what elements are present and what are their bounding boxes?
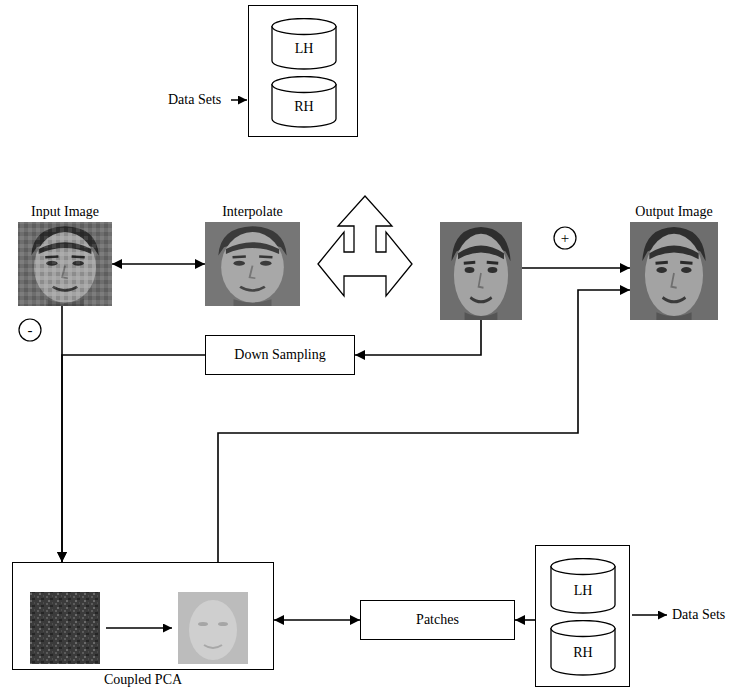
image-caption: Input Image bbox=[31, 204, 99, 220]
illustration-part bbox=[204, 645, 222, 648]
dataset-store: LH RH bbox=[248, 5, 358, 137]
image-panel: Input Image bbox=[18, 222, 112, 306]
image-caption: Interpolate bbox=[222, 204, 283, 220]
node-label: Patches bbox=[416, 612, 459, 628]
illustration-part bbox=[218, 622, 228, 626]
illustration-part bbox=[205, 222, 300, 306]
image-panel: Interpolate bbox=[205, 222, 300, 306]
leader-arrow bbox=[231, 99, 247, 101]
flow-arrow bbox=[112, 263, 205, 265]
database-cylinder: RH bbox=[550, 620, 616, 676]
operator-circle: + bbox=[553, 226, 577, 250]
input-face bbox=[18, 222, 112, 306]
process-box: Down Sampling bbox=[205, 335, 355, 375]
cylinder-top bbox=[551, 621, 615, 637]
image-caption: Output Image bbox=[635, 204, 712, 220]
illustration-part bbox=[198, 622, 208, 626]
illustration-part bbox=[189, 600, 237, 660]
node-label: LH bbox=[295, 31, 314, 57]
three-way-arrow bbox=[318, 196, 412, 296]
database-cylinder: LH bbox=[271, 18, 337, 70]
illustration-part bbox=[178, 592, 248, 664]
inner-arrow bbox=[106, 627, 172, 629]
image-caption: Coupled PCA bbox=[104, 672, 182, 688]
illustration-part bbox=[18, 222, 112, 306]
node-label: RH bbox=[573, 635, 592, 661]
flow-arrow bbox=[355, 320, 481, 355]
flow-arrow bbox=[522, 267, 630, 269]
dataset-label: Data Sets bbox=[168, 92, 221, 108]
circle-shape bbox=[19, 319, 41, 341]
residual-face-image bbox=[178, 592, 248, 664]
flow-arrow bbox=[218, 290, 630, 562]
flow-arrow bbox=[274, 619, 360, 621]
operator-circle: - bbox=[18, 318, 42, 342]
circle-shape bbox=[554, 227, 576, 249]
node-label: RH bbox=[294, 89, 313, 115]
process-panel: Coupled PCA bbox=[12, 562, 274, 670]
node-label: + bbox=[561, 231, 569, 246]
illustration-part bbox=[205, 222, 300, 306]
dataset-label: Data Sets bbox=[672, 607, 725, 623]
image-panel: Output Image bbox=[630, 222, 718, 320]
cylinder-top bbox=[272, 19, 336, 35]
estimated-face bbox=[440, 222, 522, 320]
flow-arrow bbox=[515, 619, 535, 621]
cylinder-top bbox=[551, 559, 615, 575]
process-box: Patches bbox=[360, 600, 515, 640]
node-label: - bbox=[28, 323, 33, 338]
flow-arrow bbox=[62, 355, 205, 562]
node-label: Down Sampling bbox=[234, 347, 325, 363]
database-cylinder: LH bbox=[550, 558, 616, 614]
interpolated-face bbox=[205, 222, 300, 306]
cylinder-top bbox=[272, 77, 336, 93]
image-panel bbox=[440, 222, 522, 320]
dataset-store: LH RH bbox=[535, 545, 630, 687]
illustration-part bbox=[18, 222, 112, 306]
node-label: LH bbox=[574, 573, 593, 599]
output-face bbox=[630, 222, 718, 320]
database-cylinder: RH bbox=[271, 76, 337, 128]
residual-noise-image bbox=[30, 592, 100, 664]
leader-arrow bbox=[632, 614, 667, 616]
